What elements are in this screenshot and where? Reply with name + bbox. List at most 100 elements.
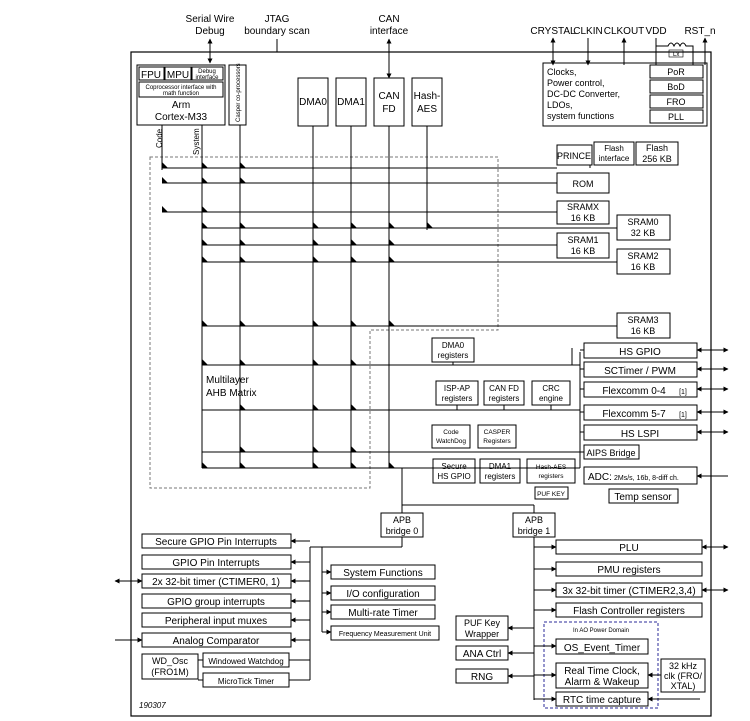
coproc-label: Coprocessor interface with xyxy=(145,85,216,91)
svg-text:math function: math function xyxy=(163,91,199,97)
svg-text:BoD: BoD xyxy=(667,82,685,92)
svg-text:[1]: [1] xyxy=(679,389,687,396)
label-boundary-scan: boundary scan xyxy=(244,26,310,37)
svg-text:GPIO group interrupts: GPIO group interrupts xyxy=(167,597,265,608)
svg-text:Hash-AES: Hash-AES xyxy=(536,464,567,471)
svg-text:32 kHz: 32 kHz xyxy=(669,661,698,671)
svg-text:Secure GPIO Pin Interrupts: Secure GPIO Pin Interrupts xyxy=(155,537,277,548)
ahb-matrix-label-2: AHB Matrix xyxy=(206,388,257,399)
svg-text:bridge 0: bridge 0 xyxy=(386,526,419,536)
svg-text:Wrapper: Wrapper xyxy=(465,629,499,639)
svg-text:2Ms/s, 16b, 8-diff ch.: 2Ms/s, 16b, 8-diff ch. xyxy=(614,475,679,482)
svg-text:clk (FRO/: clk (FRO/ xyxy=(664,671,702,681)
svg-text:Code: Code xyxy=(443,429,459,436)
hash-aes-registers xyxy=(526,458,576,484)
svg-text:WatchDog: WatchDog xyxy=(436,438,466,445)
svg-text:ROM: ROM xyxy=(573,179,594,189)
svg-text:PoR: PoR xyxy=(667,67,685,77)
svg-text:RTC time capture: RTC time capture xyxy=(563,695,642,706)
svg-text:16 KB: 16 KB xyxy=(631,326,656,336)
matrix-crossbar-markers xyxy=(162,162,433,468)
flash-interface-block xyxy=(593,141,635,166)
debug-interface-label: Debug xyxy=(198,69,216,75)
svg-text:256 KB: 256 KB xyxy=(642,154,672,164)
svg-text:DMA1: DMA1 xyxy=(489,462,512,471)
figure-id: 190307 xyxy=(139,701,166,710)
svg-text:Alarm & Wakeup: Alarm & Wakeup xyxy=(565,677,640,688)
svg-text:In AO Power Domain: In AO Power Domain xyxy=(573,628,629,634)
svg-text:DC-DC Converter,: DC-DC Converter, xyxy=(547,89,620,99)
ahb-matrix-boundary xyxy=(149,156,499,489)
svg-text:AES: AES xyxy=(417,104,437,115)
svg-text:(FRO1M): (FRO1M) xyxy=(151,667,189,677)
code-watchdog xyxy=(431,424,471,449)
svg-text:PLU: PLU xyxy=(619,543,638,554)
svg-text:PUF Key: PUF Key xyxy=(464,618,501,628)
svg-text:I/O configuration: I/O configuration xyxy=(346,589,419,600)
apb-bridge-connections xyxy=(310,468,535,700)
svg-text:Multi-rate Timer: Multi-rate Timer xyxy=(348,608,418,619)
svg-text:PLL: PLL xyxy=(668,112,684,122)
svg-text:Clocks,: Clocks, xyxy=(547,67,577,77)
svg-text:HS GPIO: HS GPIO xyxy=(437,472,470,481)
svg-text:DMA1: DMA1 xyxy=(337,97,365,108)
svg-text:Flexcomm 0-4: Flexcomm 0-4 xyxy=(602,386,666,397)
svg-text:Secure: Secure xyxy=(441,462,467,471)
svg-text:system functions: system functions xyxy=(547,111,615,121)
svg-text:RNG: RNG xyxy=(471,672,493,683)
svg-text:ANA Ctrl: ANA Ctrl xyxy=(463,649,501,660)
puf-key xyxy=(534,486,569,500)
svg-text:Temp sensor: Temp sensor xyxy=(614,492,672,503)
svg-text:LDOs,: LDOs, xyxy=(547,100,573,110)
label-debug: Debug xyxy=(195,26,224,37)
svg-text:SRAMX: SRAMX xyxy=(567,202,599,212)
prince-block xyxy=(556,144,593,166)
casper-block xyxy=(228,64,247,126)
hash-aes-master xyxy=(411,77,443,127)
fro-block xyxy=(649,94,704,109)
temp-sensor xyxy=(608,488,679,504)
dma1-registers xyxy=(479,458,521,484)
wd-osc xyxy=(141,653,199,680)
svg-text:FD: FD xyxy=(382,104,395,115)
ao-power-domain xyxy=(543,621,659,709)
code-bus-label: Code xyxy=(155,128,164,148)
svg-text:16 KB: 16 KB xyxy=(631,262,656,272)
svg-text:registers: registers xyxy=(438,351,469,360)
svg-text:FRO: FRO xyxy=(667,97,686,107)
label-can-interface: interface xyxy=(370,26,409,37)
mpu-label: MPU xyxy=(167,70,189,81)
cpu-block xyxy=(136,64,226,126)
inductor-icon xyxy=(656,42,694,65)
label-rst: RST_n xyxy=(684,26,715,37)
svg-text:Flash: Flash xyxy=(646,143,668,153)
svg-text:Hash-: Hash- xyxy=(414,91,441,102)
svg-text:PMU registers: PMU registers xyxy=(597,565,660,576)
svg-text:OS_Event_Timer: OS_Event_Timer xyxy=(564,643,641,654)
flash-block xyxy=(635,141,679,166)
label-clkout: CLKOUT xyxy=(604,26,645,37)
label-clkin: CLKIN xyxy=(573,26,602,37)
svg-text:WD_Osc: WD_Osc xyxy=(152,656,189,666)
svg-text:SRAM3: SRAM3 xyxy=(627,315,658,325)
svg-text:Flexcomm 5-7: Flexcomm 5-7 xyxy=(602,409,666,420)
svg-text:PUF KEY: PUF KEY xyxy=(537,491,565,498)
label-vdd: VDD xyxy=(645,26,666,37)
svg-text:AIPS Bridge: AIPS Bridge xyxy=(586,448,635,458)
svg-text:interface: interface xyxy=(195,75,219,81)
arm-label: Arm xyxy=(172,100,190,111)
svg-text:engine: engine xyxy=(539,394,564,403)
svg-text:XTAL): XTAL) xyxy=(671,681,696,691)
svg-text:Flash: Flash xyxy=(604,144,624,153)
svg-text:bridge 1: bridge 1 xyxy=(518,526,551,536)
svg-text:GPIO Pin Interrupts: GPIO Pin Interrupts xyxy=(172,558,259,569)
svg-text:Registers: Registers xyxy=(483,438,511,445)
svg-text:16 KB: 16 KB xyxy=(571,246,596,256)
clocks-box xyxy=(542,62,708,127)
ahb-matrix-label-1: Multilayer xyxy=(206,375,249,386)
apb0-arrows xyxy=(114,538,332,681)
svg-text:PRINCE: PRINCE xyxy=(557,151,591,161)
casper-label: Casper co-processors xyxy=(236,63,242,122)
label-serial-wire: Serial Wire xyxy=(186,14,235,25)
label-jtag: JTAG xyxy=(265,14,290,25)
